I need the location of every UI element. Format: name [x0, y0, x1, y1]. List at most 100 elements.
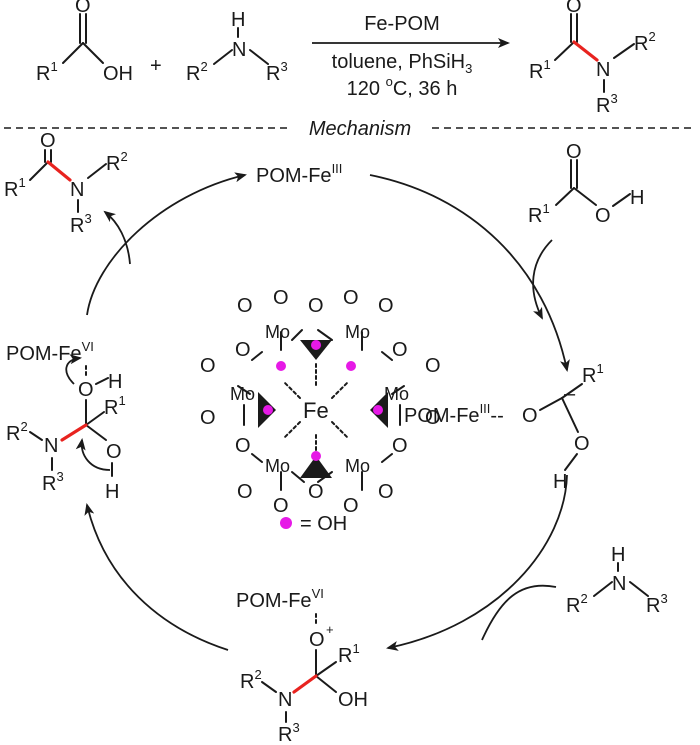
- oh-marker: [276, 361, 286, 371]
- pom-mo: Mo: [345, 322, 370, 342]
- bottom-n: N: [278, 689, 292, 711]
- incoming-acid-o: O: [566, 141, 582, 163]
- left-n: N: [44, 435, 58, 457]
- catalyst-label: Fe-POM: [364, 13, 440, 35]
- left-pom-fe-vi: POM-FeVI: [6, 339, 94, 365]
- oh-marker: [346, 361, 356, 371]
- incoming-acid: O R1 O H: [528, 141, 644, 227]
- bottom-o: O: [309, 629, 325, 651]
- pom-o: O: [425, 355, 441, 377]
- amine-h: H: [231, 9, 245, 31]
- legend-oh-dot: [280, 517, 292, 529]
- amine-reactant: R2 N H R3: [186, 9, 288, 85]
- bottom-oh: OH: [338, 689, 368, 711]
- acid-entry-arrow: [532, 239, 553, 320]
- left-r3: R3: [42, 469, 64, 495]
- pom-mo: Mo: [345, 456, 370, 476]
- bottom-pom-fe-vi: POM-FeVI: [236, 586, 324, 612]
- acid-oh-label: OH: [103, 63, 133, 85]
- bottom-plus: +: [326, 622, 334, 637]
- pom-o: O: [425, 407, 441, 429]
- product-carbonyl-o: O: [566, 0, 582, 17]
- oh-marker: [263, 405, 273, 415]
- incoming-acid-h: H: [630, 187, 644, 209]
- released-o: O: [40, 130, 56, 152]
- pom-mo: Mo: [265, 456, 290, 476]
- pom-o: O: [237, 295, 253, 317]
- product-r2-label: R2: [634, 29, 656, 55]
- pom-o: O: [273, 287, 289, 309]
- pom-o: O: [200, 355, 216, 377]
- right-o: O: [522, 405, 538, 427]
- left-o2: O: [106, 441, 122, 463]
- left-r1: R1: [104, 393, 126, 419]
- cycle-arrow-left-top: [86, 172, 247, 316]
- left-curly-arrow-2: [75, 438, 111, 471]
- right-intermediate: POM-FeIII-- O – R1 O H: [404, 361, 604, 493]
- incoming-amine-r2: R2: [566, 591, 588, 617]
- left-curly-arrow-1: [65, 354, 82, 385]
- incoming-amine-h: H: [611, 544, 625, 566]
- bottom-r2: R2: [240, 667, 262, 693]
- pom-fe-center: Fe: [303, 398, 329, 423]
- cycle-arrow-bottom-left: [84, 503, 229, 651]
- carboxylic-acid: O R1 OH: [36, 0, 133, 85]
- amine-entry-arrow: [481, 584, 557, 641]
- pom-o: O: [235, 435, 251, 457]
- oh-marker: [311, 340, 321, 350]
- product-r1-label: R1: [529, 57, 551, 83]
- incoming-amine-n: N: [612, 573, 626, 595]
- product-r3-label: R3: [596, 91, 618, 117]
- right-minus: –: [564, 383, 576, 405]
- product-n: N: [596, 59, 610, 81]
- pom-o: O: [200, 407, 216, 429]
- pom-mo: Mo: [384, 384, 409, 404]
- released-n: N: [70, 179, 84, 201]
- cycle-arrow-top-right: [369, 174, 570, 372]
- amide-product: O R1 N R2 R3: [529, 0, 656, 117]
- acid-r1-label: R1: [36, 59, 58, 85]
- cycle-arrow-right-bottom: [386, 474, 568, 651]
- legend-oh-label: = OH: [300, 513, 347, 535]
- incoming-acid-r1: R1: [528, 201, 550, 227]
- right-r1: R1: [582, 361, 604, 387]
- right-pom-fe-iii: POM-FeIII--: [404, 401, 504, 427]
- fe-pom-catalyst-structure: O O O O O Mo Mo O O O O Mo Fe Mo O O O O…: [200, 287, 441, 535]
- left-intermediate: POM-FeVI O H R1 O H N R2 R3: [6, 339, 126, 503]
- released-r2: R2: [106, 149, 128, 175]
- top-pom-fe-iii: POM-FeIII: [256, 161, 342, 187]
- oh-marker: [373, 405, 383, 415]
- pom-o: O: [308, 481, 324, 503]
- incoming-amine-r3: R3: [646, 591, 668, 617]
- bottom-r1: R1: [338, 641, 360, 667]
- amine-n: N: [232, 39, 246, 61]
- released-amide: O R1 N R2 R3: [4, 130, 128, 237]
- pom-o: O: [237, 481, 253, 503]
- right-h: H: [553, 471, 567, 493]
- right-oh-o: O: [574, 433, 590, 455]
- plus-sign: +: [150, 55, 162, 77]
- pom-o: O: [378, 295, 394, 317]
- left-r2: R2: [6, 419, 28, 445]
- released-r1: R1: [4, 175, 26, 201]
- amine-r3-label: R3: [266, 59, 288, 85]
- solvent-reductant: toluene, PhSiH3: [332, 51, 473, 76]
- amine-r2-label: R2: [186, 59, 208, 85]
- acid-carbonyl-o: O: [75, 0, 91, 17]
- conditions: Fe-POM toluene, PhSiH3 120 oC, 36 h: [312, 13, 510, 100]
- left-o: O: [78, 379, 94, 401]
- left-h2: H: [105, 481, 119, 503]
- incoming-amine: R2 N H R3: [566, 544, 668, 617]
- pom-o: O: [378, 481, 394, 503]
- pom-o: O: [343, 287, 359, 309]
- pom-o: O: [343, 495, 359, 517]
- bottom-r3: R3: [278, 720, 300, 745]
- bottom-intermediate: POM-FeVI O + R1 OH N R2 R3: [236, 586, 368, 745]
- pom-o: O: [308, 295, 324, 317]
- left-h: H: [108, 371, 122, 393]
- pom-mo: Mo: [265, 322, 290, 342]
- temp-time: 120 oC, 36 h: [347, 74, 458, 100]
- released-r3: R3: [70, 211, 92, 237]
- product-release-arrow: [103, 210, 131, 265]
